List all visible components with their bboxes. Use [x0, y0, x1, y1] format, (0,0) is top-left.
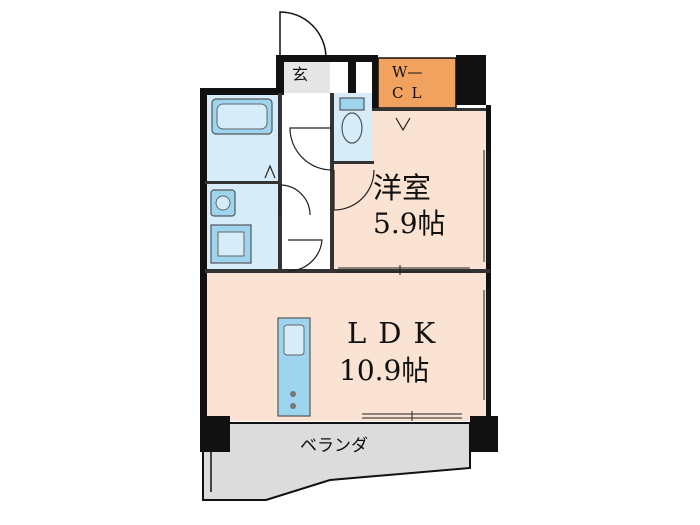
wcl-door-mark: [395, 117, 411, 132]
window-ldk-south: [362, 411, 462, 421]
toilet-bowl: [341, 112, 363, 144]
toilet-tank: [339, 97, 365, 111]
basin-bowl: [215, 195, 231, 211]
wcl-label-line1: W—: [392, 63, 423, 81]
ldk-door-swing: [287, 239, 323, 272]
veranda-label: ベランダ: [300, 436, 368, 456]
genkan-area: [282, 60, 330, 93]
entry-door-swing: [279, 11, 327, 59]
wcl-area: [377, 57, 457, 109]
veranda-area: [202, 422, 471, 501]
kitchen-sink: [283, 324, 305, 356]
ldk-size: 10.9帖: [339, 354, 430, 387]
outer-walls: [200, 55, 498, 452]
wcl-label-line2: CL: [392, 84, 430, 102]
interior-walls: [205, 93, 490, 273]
sliding-door-western-ldk: [338, 265, 470, 275]
toilet-door-swing: [289, 127, 333, 171]
genkan-label: 玄: [292, 65, 309, 84]
ldk-label: LDK: [347, 316, 448, 350]
window-western: [483, 150, 489, 262]
western-room-label: 洋室: [373, 171, 432, 205]
washer-inner: [217, 231, 245, 257]
ldk-room: [205, 273, 490, 421]
western-room-size: 5.9帖: [373, 207, 446, 240]
window-ldk-east: [483, 290, 489, 400]
bath-door-swing: [279, 184, 311, 216]
bathtub-inner: [216, 103, 268, 130]
washroom-step-mark: [264, 164, 276, 179]
hall-area: [282, 93, 332, 271]
western-door-swing: [333, 169, 375, 211]
stove-burner-2: [290, 403, 296, 409]
stove-burner-1: [290, 391, 296, 397]
